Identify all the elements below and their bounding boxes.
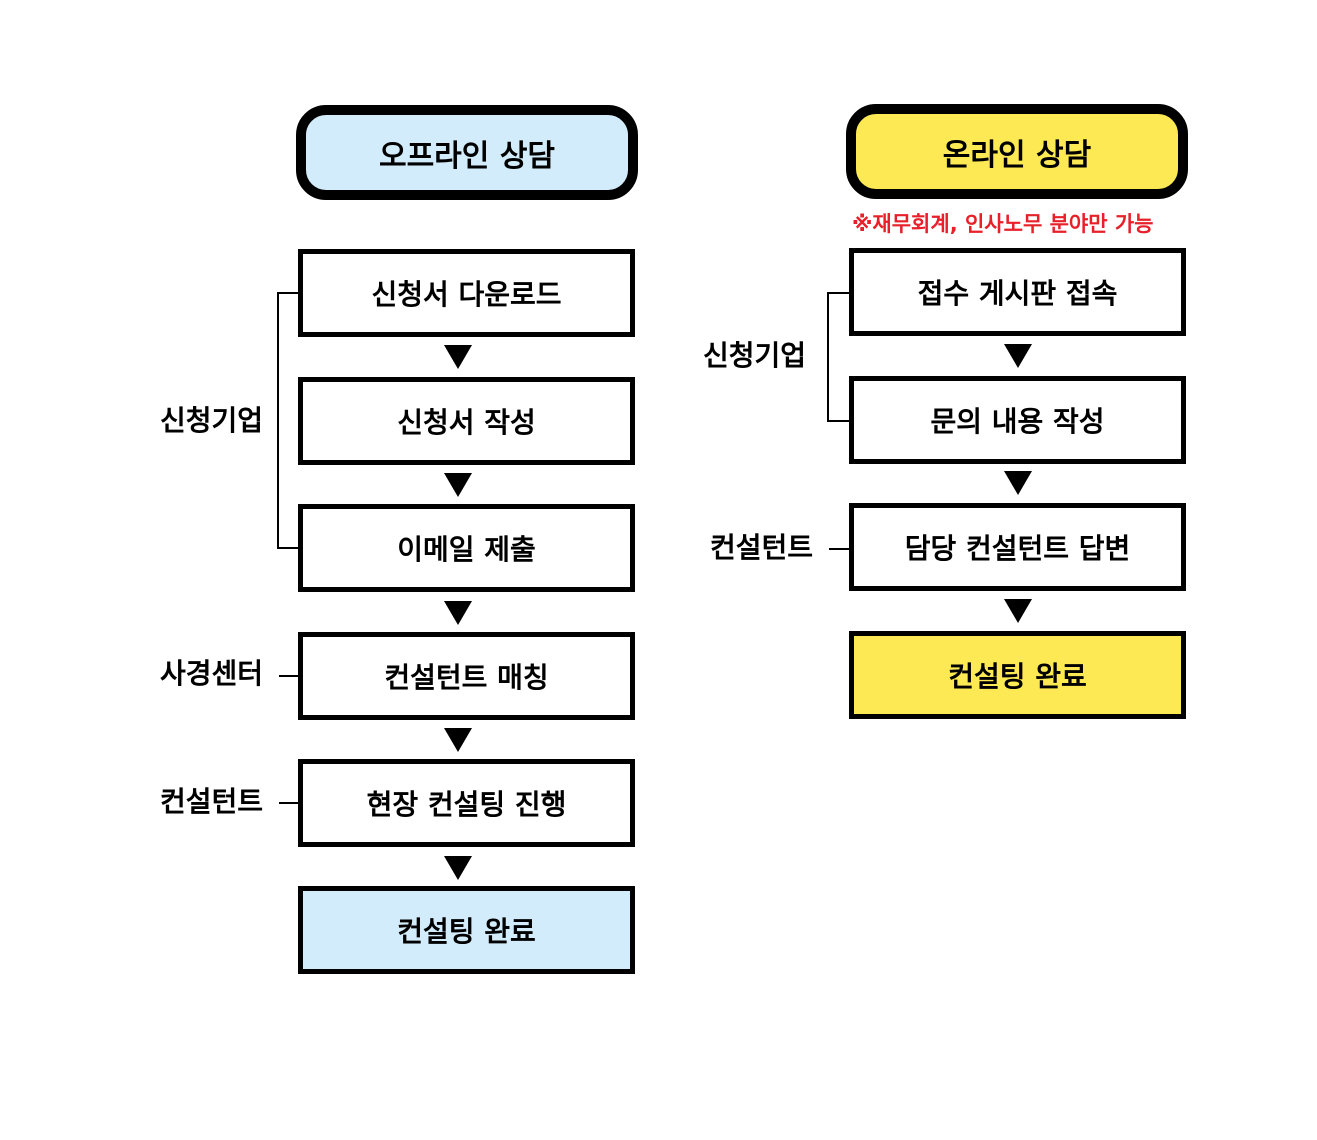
offline-bracket-top	[277, 292, 298, 294]
offline-step-complete: 컨설팅 완료	[298, 886, 635, 974]
offline-actor-consultant: 컨설턴트	[160, 785, 264, 818]
online-bracket-bottom	[827, 420, 849, 422]
online-title: 온라인 상담	[846, 104, 1188, 199]
online-arrow-2	[1004, 471, 1032, 495]
online-note: ※재무회계, 인사노무 분야만 가능	[852, 212, 1154, 236]
offline-actor-applicant: 신청기업	[160, 404, 264, 437]
offline-step-email: 이메일 제출	[298, 504, 635, 592]
offline-arrow-5	[444, 856, 472, 880]
offline-bracket-vertical	[277, 293, 279, 549]
online-bracket-vertical	[827, 293, 829, 422]
offline-arrow-3	[444, 601, 472, 625]
offline-title: 오프라인 상담	[296, 105, 638, 200]
online-actor-consultant: 컨설턴트	[710, 531, 814, 564]
online-arrow-1	[1004, 344, 1032, 368]
offline-step-onsite: 현장 컨설팅 진행	[298, 759, 635, 847]
offline-bracket-bottom	[277, 547, 298, 549]
online-step-inquiry: 문의 내용 작성	[849, 376, 1186, 464]
online-connector-consultant	[829, 548, 849, 550]
offline-arrow-1	[444, 345, 472, 369]
offline-actor-center: 사경센터	[160, 657, 264, 690]
offline-step-write: 신청서 작성	[298, 377, 635, 465]
online-step-answer: 담당 컨설턴트 답변	[849, 503, 1186, 591]
offline-connector-center	[279, 675, 298, 677]
online-step-complete: 컨설팅 완료	[849, 631, 1186, 719]
online-arrow-3	[1004, 599, 1032, 623]
online-bracket-top	[827, 292, 849, 294]
offline-arrow-2	[444, 473, 472, 497]
online-actor-applicant: 신청기업	[703, 339, 807, 372]
offline-step-download: 신청서 다운로드	[298, 249, 635, 337]
offline-arrow-4	[444, 728, 472, 752]
online-step-board: 접수 게시판 접속	[849, 248, 1186, 336]
offline-connector-consultant	[279, 802, 298, 804]
offline-step-matching: 컨설턴트 매칭	[298, 632, 635, 720]
